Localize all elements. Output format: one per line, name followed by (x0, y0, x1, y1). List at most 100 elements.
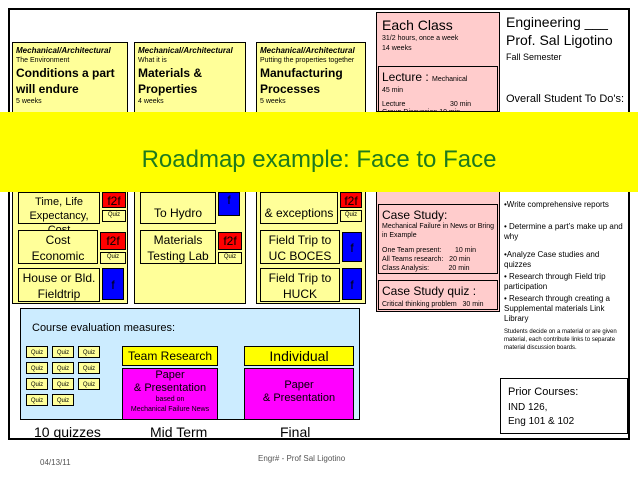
todo-note: Students decide on a material or are giv… (504, 329, 617, 351)
f2f-tag: f2f (100, 232, 126, 250)
f2f-tag: f2f (218, 232, 242, 250)
case-study-row-3: Class Analysis: 20 min (382, 265, 470, 272)
quiz-badge: Quiz (52, 378, 74, 390)
column-sub: What it is (138, 57, 167, 64)
quiz-badge: Quiz (52, 362, 74, 374)
f-tag: f (342, 268, 362, 300)
case-study-sub: Mechanical Failure in News or Bring in E… (382, 223, 495, 239)
case-study-quiz-box (378, 280, 498, 310)
prior-courses-title: Prior Courses: (508, 386, 579, 398)
lecture-sub: Mechanical (432, 76, 468, 83)
individual-paper: Paper (284, 379, 314, 391)
f-tag: f (342, 232, 362, 262)
individual-box: Individual (244, 346, 354, 366)
slide-frame (8, 8, 630, 440)
column-sub: The Environment (16, 57, 70, 64)
column-duration: 5 weeks (16, 98, 42, 105)
case-study-inner (378, 204, 498, 274)
todo-case-studies: •Analyze Case studies and quizzes (504, 250, 600, 269)
column-duration: 5 weeks (260, 98, 286, 105)
prior-course-1: IND 126, (508, 402, 548, 413)
topic-label: Materials Testing Lab (147, 233, 209, 263)
prior-courses-box (500, 378, 628, 434)
group-discussion: Group Discussion 10 min (382, 108, 460, 112)
quiz-badge: Quiz (218, 252, 242, 264)
case-study-row-1: One Team present: 10 min (382, 247, 477, 254)
semester: Fall Semester (506, 52, 562, 62)
team-research-box: Team Research (122, 346, 218, 366)
case-study-title: Case Study: (382, 208, 448, 222)
team-paper: Paper (155, 369, 185, 381)
topic-house-fieldtrip: House or Bld. Fieldtrip (18, 268, 100, 302)
topic-materials-testing: Materials Testing Lab (140, 230, 216, 264)
column-conditions: Mechanical/Architectural The Environment… (12, 42, 128, 114)
mechanical-failure-news: Mechanical Failure News (130, 406, 210, 413)
f2f-tag: f2f (102, 192, 126, 208)
case-study-quiz-title: Case Study quiz : (382, 284, 477, 298)
f-tag: f (218, 192, 240, 216)
quiz-badge: Quiz (340, 210, 362, 222)
topic-field-trip-huck: Field Trip to HUCK (260, 268, 340, 302)
team-presentation: & Presentation (133, 382, 207, 394)
column-header: Mechanical/Architectural (16, 46, 111, 55)
final-label: Final (280, 424, 311, 440)
todo-part-makeup: • Determine a part’s make up and why (504, 222, 623, 241)
todo-reports: •Write comprehensive reports (504, 200, 609, 209)
column-title: Materials & Properties (138, 66, 203, 96)
lecture-row: Lecture (382, 101, 406, 108)
column-materials: Mechanical/Architectural What it is Mate… (134, 42, 246, 114)
overall-todos: Overall Student To Do's: (506, 93, 625, 105)
footer-date: 04/13/11 (40, 458, 71, 467)
each-class-weeks: 14 weeks (382, 45, 412, 52)
evaluation-title: Course evaluation measures: (32, 322, 176, 334)
each-class-hours: 31/2 hours, once a week (382, 35, 459, 42)
column-duration: 4 weeks (138, 98, 164, 105)
lecture-label: Lecture : (382, 70, 429, 84)
quiz-badge: Quiz (26, 378, 48, 390)
quiz-badge: Quiz (78, 346, 100, 358)
f-tag: f (102, 268, 124, 300)
quiz-badge: Quiz (52, 346, 74, 358)
lecture-box (378, 66, 498, 112)
topic-field-trip-boces: Field Trip to UC BOCES (260, 230, 340, 264)
individual-label: Individual (269, 348, 329, 364)
column-title: Conditions a part will endure (16, 66, 115, 96)
prior-course-2: Eng 101 & 102 (508, 416, 575, 427)
quiz-badge: Quiz (78, 362, 100, 374)
individual-paper-box: Paper & Presentation (244, 368, 354, 420)
topic-label: Cost Economic (31, 233, 85, 263)
quiz-badge: Quiz (78, 378, 100, 390)
quizzes-count: 10 quizzes (34, 424, 101, 440)
column-header: Mechanical/Architectural (260, 46, 355, 55)
topic-label: House or Bld. Fieldtrip (22, 271, 96, 301)
team-research-label: Team Research (127, 349, 213, 363)
professor-name: Prof. Sal Ligotino (506, 32, 613, 48)
topic-label: Field Trip to UC BOCES (268, 233, 332, 263)
topic-label: Field Trip to HUCK (268, 271, 332, 301)
quiz-badge: Quiz (52, 394, 74, 406)
footer-center: Engr# - Prof Sal Ligotino (258, 454, 346, 463)
todo-field-trip: • Research through Field trip participat… (504, 272, 606, 291)
each-class-title: Each Class (382, 17, 453, 33)
quiz-badge: Quiz (26, 346, 48, 358)
f2f-tag: f2f (340, 192, 362, 208)
topic-label: & exceptions (264, 206, 334, 220)
course-title: Engineering ___ (506, 14, 608, 30)
topic-time-life: Time, Life Expectancy, Cost (18, 192, 100, 236)
quiz-badge: Quiz (100, 252, 126, 264)
todo-link-library: • Research through creating a Supplement… (504, 294, 610, 323)
topic-exceptions: & exceptions (260, 192, 338, 224)
overlay-title: Roadmap example: Face to Face (141, 146, 497, 173)
case-study-row-2: All Teams research: 20 min (382, 256, 471, 263)
topic-label: To Hydro (153, 206, 203, 220)
column-title: Manufacturing Processes (260, 66, 343, 96)
topic-cost-economic: Cost Economic (18, 230, 98, 264)
midterm-label: Mid Term (150, 424, 208, 440)
individual-presentation: & Presentation (262, 392, 336, 404)
overlay-banner (0, 112, 638, 192)
based-on: based on (155, 396, 185, 403)
team-paper-box: Paper & Presentation based on Mechanical… (122, 368, 218, 420)
quiz-badge: Quiz (26, 362, 48, 374)
topic-to-hydro: To Hydro (140, 192, 216, 224)
case-study-quiz-sub: Critical thinking problem 30 min (382, 301, 484, 308)
